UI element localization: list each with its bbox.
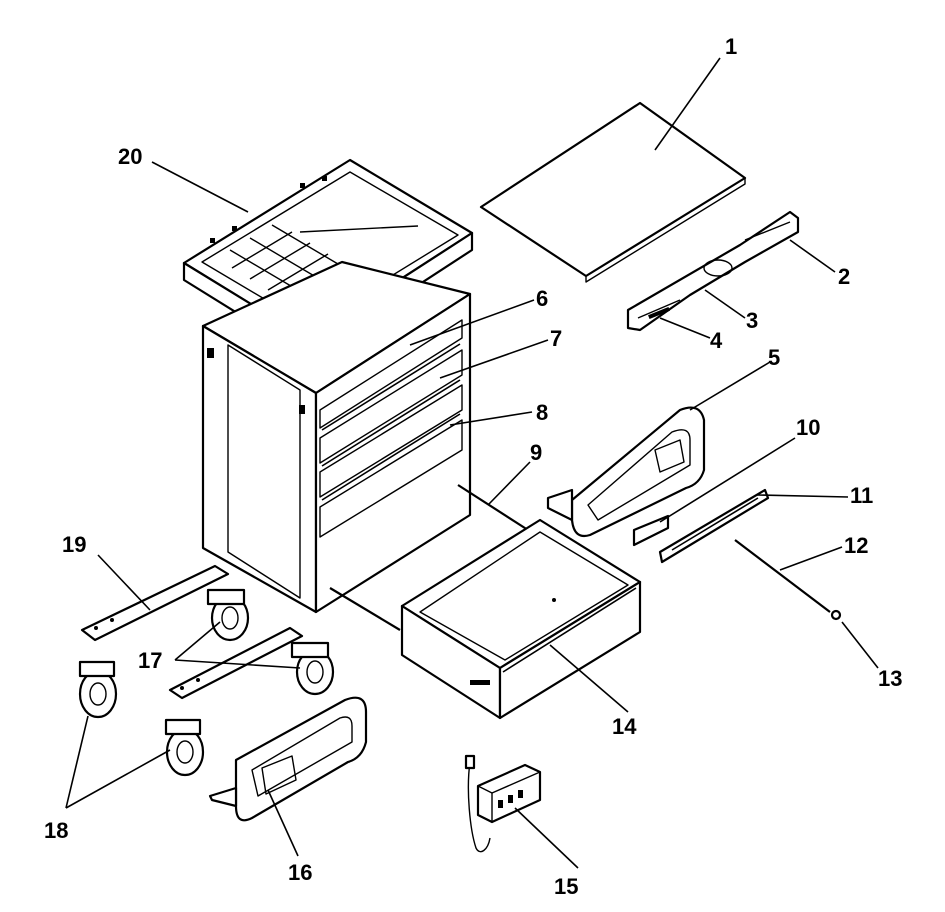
- callout-10: 10: [796, 415, 820, 440]
- callout-15: 15: [554, 874, 578, 899]
- part-19-base-plate: [80, 564, 304, 700]
- callout-5: 5: [768, 345, 780, 370]
- part-15-power-strip: [464, 754, 542, 853]
- callout-2: 2: [838, 264, 850, 289]
- callout-11: 11: [850, 483, 873, 508]
- part-5-right-handle: [546, 406, 706, 538]
- callout-6: 6: [536, 286, 548, 311]
- callout-3: 3: [746, 308, 758, 333]
- part-18-casters: [78, 660, 205, 777]
- callout-18: 18: [44, 818, 68, 843]
- callout-13: 13: [878, 666, 902, 691]
- callout-1: 1: [725, 34, 737, 59]
- callout-9: 9: [530, 440, 542, 465]
- leader-lines: [65, 57, 879, 869]
- part-14-bottom-drawer: [400, 518, 642, 720]
- callout-4: 4: [710, 328, 723, 353]
- part-10-bracket: [632, 514, 670, 547]
- callout-14: 14: [612, 714, 637, 739]
- part-9-drawer-slides: [329, 484, 529, 631]
- callout-labels: 1 2 3 4 5 6 7 8 9 10 11 12 13 14 15 16 1…: [44, 34, 902, 899]
- callout-8: 8: [536, 400, 548, 425]
- callout-7: 7: [550, 326, 562, 351]
- cabinet-body: [201, 260, 472, 614]
- part-12-rod: [734, 539, 842, 621]
- part-17-casters: [206, 588, 335, 696]
- callout-17: 17: [138, 648, 162, 673]
- callout-20: 20: [118, 144, 142, 169]
- callout-19: 19: [62, 532, 86, 557]
- callout-16: 16: [288, 860, 312, 885]
- callout-12: 12: [844, 533, 868, 558]
- part-11-rail: [658, 488, 770, 564]
- part-2-side-handle: [626, 210, 800, 332]
- part-1-top-mat: [479, 101, 747, 283]
- part-16-left-handle: [208, 696, 368, 822]
